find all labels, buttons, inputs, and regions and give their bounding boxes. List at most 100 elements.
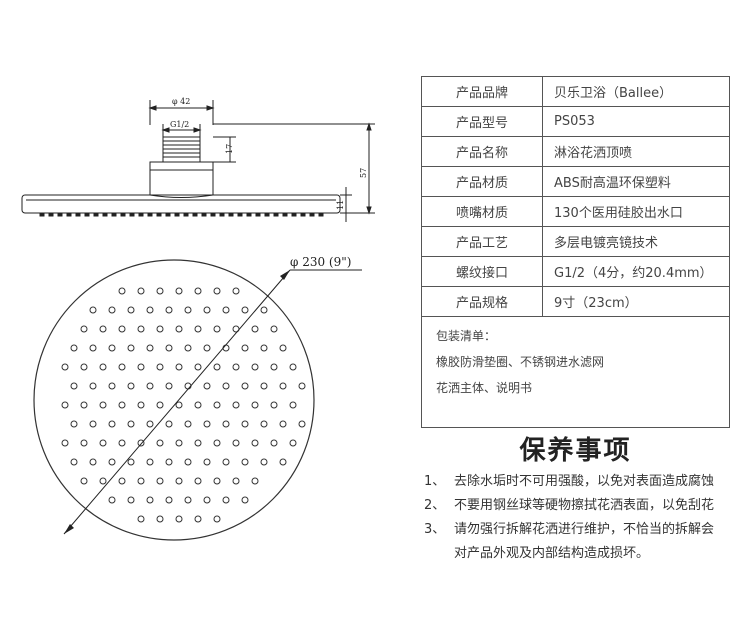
nozzle-dot — [137, 363, 145, 371]
nozzle-dot — [175, 477, 183, 485]
care-title: 保养事项 — [519, 436, 632, 466]
nozzle-dot — [89, 344, 97, 352]
nozzle-dot — [260, 344, 268, 352]
nozzle-dot — [146, 420, 154, 428]
nozzle-dot — [241, 496, 249, 504]
spec-value: 贝乐卫浴（Ballee） — [542, 76, 730, 107]
nozzle-dot — [203, 306, 211, 314]
care-item-text: 请勿强行拆解花洒进行维护，不恰当的拆解会 — [454, 522, 715, 537]
nozzle-dot — [156, 363, 164, 371]
nozzle-dot — [146, 344, 154, 352]
nozzle-dot — [146, 458, 154, 466]
nozzle-dot — [146, 496, 154, 504]
nozzle-dot — [175, 401, 183, 409]
nozzle-bump — [147, 212, 153, 217]
nozzle-dot — [175, 325, 183, 333]
nozzle-bump — [282, 212, 288, 217]
nozzle-dot — [175, 439, 183, 447]
nozzle-bump — [39, 212, 45, 217]
front-view — [33, 259, 362, 541]
nozzle-dot — [184, 344, 192, 352]
nozzle-bump — [66, 212, 72, 217]
nozzle-dot — [260, 420, 268, 428]
nozzle-dot — [289, 363, 297, 371]
technical-drawing: φ 42 G1/2 17 57 11 φ 230 (9") — [21, 97, 375, 541]
nozzle-dot — [184, 306, 192, 314]
nozzle-dot — [279, 382, 287, 390]
nozzle-bump — [138, 212, 144, 217]
nozzle-dot — [232, 439, 240, 447]
nozzle-dot — [184, 496, 192, 504]
nozzle-dot — [175, 287, 183, 295]
nozzle-dot — [279, 458, 287, 466]
spec-label: 产品型号 — [421, 106, 543, 137]
spec-value: 多层电镀亮镜技术 — [542, 226, 730, 257]
nozzle-dot — [137, 325, 145, 333]
nozzle-bump — [210, 212, 216, 217]
nozzle-dot — [108, 496, 116, 504]
nozzle-dot — [165, 344, 173, 352]
nozzle-dot — [61, 363, 69, 371]
nozzle-bump — [75, 212, 81, 217]
nozzle-dot — [260, 458, 268, 466]
nozzle-dot — [203, 420, 211, 428]
nozzle-bump — [246, 212, 252, 217]
nozzle-bump — [93, 212, 99, 217]
nozzle-dot — [127, 306, 135, 314]
nozzle-dot — [194, 287, 202, 295]
nozzle-dot — [156, 477, 164, 485]
nozzle-bump — [255, 212, 261, 217]
nozzle-dot — [137, 439, 145, 447]
nozzle-dot — [194, 515, 202, 523]
nozzle-dot — [260, 306, 268, 314]
shower-head-drawing: φ 42 G1/2 17 57 11 φ 230 (9") — [21, 97, 375, 541]
nozzle-bump — [111, 212, 117, 217]
nozzle-dot — [165, 420, 173, 428]
diameter-line — [63, 269, 291, 535]
nozzle-dot — [127, 382, 135, 390]
nozzle-dot — [241, 458, 249, 466]
nozzle-dot — [70, 458, 78, 466]
nozzle-dot — [118, 287, 126, 295]
nozzle-bump — [219, 212, 225, 217]
nozzle-dot — [213, 325, 221, 333]
nozzle-dot — [127, 420, 135, 428]
nozzle-dot — [289, 401, 297, 409]
nozzle-dot — [89, 382, 97, 390]
nozzle-dot — [251, 477, 259, 485]
nozzle-dot — [270, 401, 278, 409]
spec-value: PS053 — [542, 106, 730, 137]
nozzle-dot — [118, 477, 126, 485]
spec-label: 产品材质 — [421, 166, 543, 197]
nozzle-dot — [89, 458, 97, 466]
nozzle-dot — [279, 420, 287, 428]
nozzle-dot — [260, 382, 268, 390]
dim-neck-height: 17 — [225, 144, 234, 154]
nozzle-dot — [99, 325, 107, 333]
nozzle-bump — [192, 212, 198, 217]
nozzle-bump — [273, 212, 279, 217]
nozzle-bump — [165, 212, 171, 217]
nozzle-dot — [232, 477, 240, 485]
packing-row: 包装清单： 橡胶防滑垫圈、不锈钢进水滤网 花洒主体、说明书 — [421, 316, 730, 428]
nozzle-dot — [298, 420, 306, 428]
nozzle-dot — [194, 439, 202, 447]
nozzle-dot — [127, 496, 135, 504]
nozzle-dot — [70, 420, 78, 428]
nozzle-dot — [222, 458, 230, 466]
nozzle-dot — [108, 420, 116, 428]
spec-row: 产品品牌贝乐卫浴（Ballee） — [421, 76, 730, 107]
care-item-number: 1、 — [424, 474, 446, 489]
nozzle-dot — [251, 439, 259, 447]
nozzle-dot — [99, 439, 107, 447]
nozzle-dot — [270, 439, 278, 447]
nozzle-dot — [213, 287, 221, 295]
nozzle-dot — [165, 382, 173, 390]
nozzle-dot — [194, 363, 202, 371]
nozzle-dot — [270, 363, 278, 371]
nozzle-dot — [213, 515, 221, 523]
